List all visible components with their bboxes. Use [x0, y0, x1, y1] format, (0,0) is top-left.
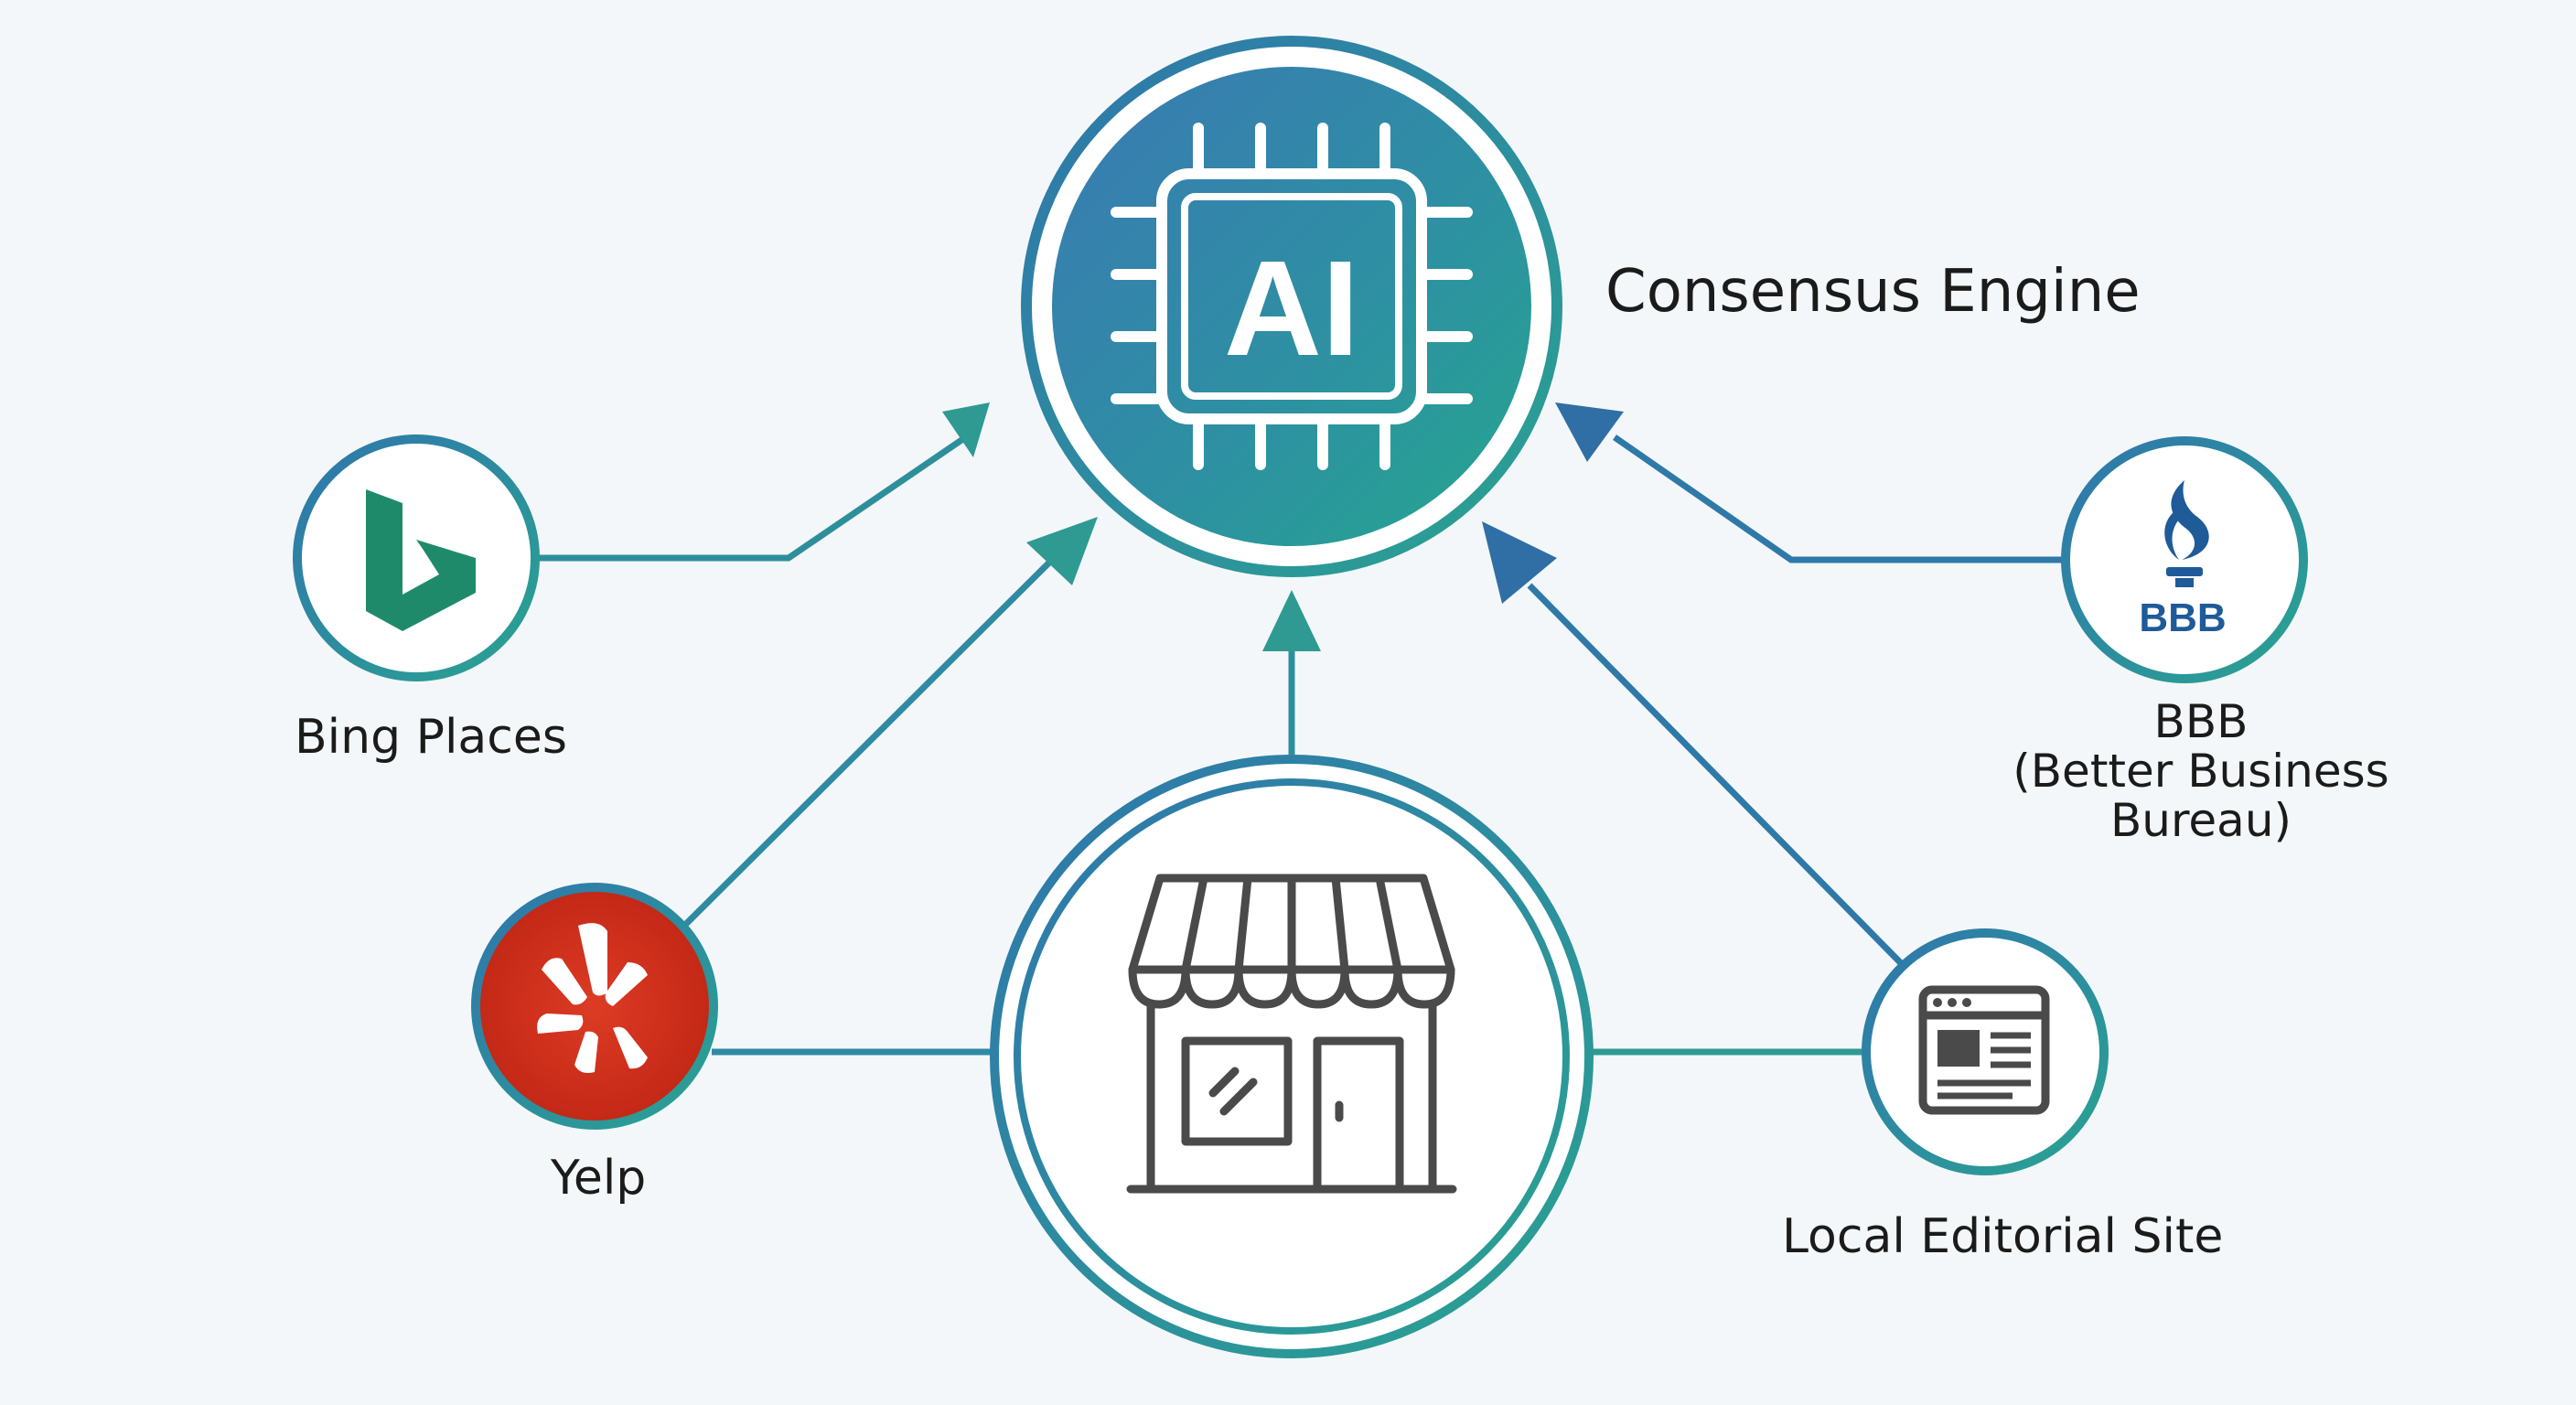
consensus-engine-label: Consensus Engine: [1605, 258, 2141, 326]
bing-logo-icon: [366, 489, 476, 631]
arrowhead-bing: [942, 402, 990, 457]
editorial-node: [1862, 928, 2109, 1175]
yelp-label: Yelp: [551, 1151, 647, 1206]
bbb-node: BBB: [2061, 436, 2308, 683]
yelp-burst-icon: [537, 923, 648, 1073]
bing-node: [293, 434, 540, 681]
local-editorial-site-label: Local Editorial Site: [1782, 1209, 2224, 1264]
connector-yelp: [682, 557, 1055, 928]
connector-editorial: [1527, 583, 1905, 968]
cpu-chip-icon: [1111, 123, 1473, 470]
yelp-node: [471, 883, 718, 1130]
storefront-icon: [1126, 874, 1457, 1194]
bbb-label-line: (Better Business: [2012, 745, 2389, 798]
browser-window-icon: [1918, 985, 2050, 1115]
bbb-label-line: Bureau): [2109, 794, 2292, 847]
arrowhead-store: [1262, 590, 1321, 651]
connector-bbb: [1613, 434, 2063, 563]
bbb-torch-icon: [2164, 480, 2209, 587]
connector-bing: [538, 432, 971, 562]
arrowhead-editorial: [1482, 521, 1557, 604]
arrowhead-bbb: [1555, 402, 1624, 462]
ai-chip-text: AI: [1224, 233, 1359, 384]
arrowhead-yelp: [1026, 517, 1098, 585]
bing-places-label: Bing Places: [295, 710, 567, 765]
bbb-label: BBB (Better Business Bureau): [2000, 697, 2402, 845]
business-node: [990, 755, 1594, 1358]
connector-lines: [538, 402, 2063, 1056]
bbb-icon-text: BBB: [2139, 595, 2226, 640]
ai-engine-node: AI: [1021, 36, 1562, 577]
bbb-label-line: BBB: [2153, 695, 2249, 748]
